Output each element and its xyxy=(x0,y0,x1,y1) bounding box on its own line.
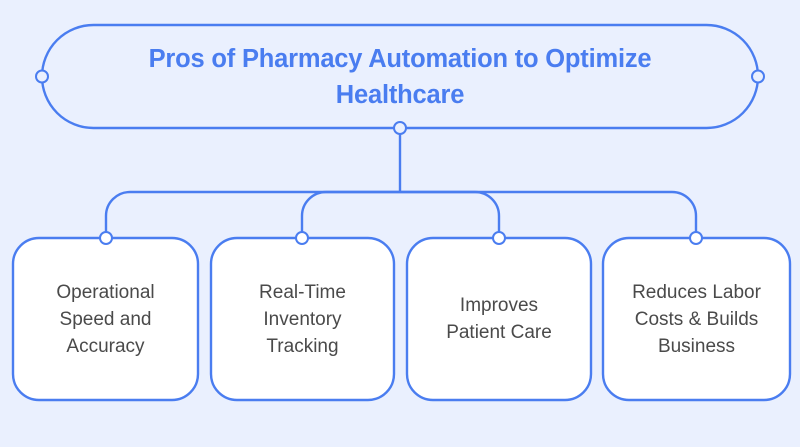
connector-branch-child-1 xyxy=(104,190,400,238)
child-node-label-1-line-2: Speed and xyxy=(59,308,152,330)
port-child-top-2[interactable] xyxy=(295,231,309,245)
port-root-bottom[interactable] xyxy=(393,121,407,135)
port-root-left[interactable] xyxy=(35,69,49,84)
child-node-label-2-line-2: Inventory xyxy=(263,308,342,330)
child-node-label-2: Real-Time Inventory Tracking xyxy=(211,238,394,400)
child-node-label-1: Operational Speed and Accuracy xyxy=(13,238,198,400)
port-root-right[interactable] xyxy=(751,69,765,84)
root-node-label: Pros of Pharmacy Automation to Optimize … xyxy=(60,25,740,128)
child-node-label-4-line-3: Business xyxy=(657,335,736,357)
port-child-top-4[interactable] xyxy=(689,231,703,245)
root-node-label-line-1: Pros of Pharmacy Automation to Optimize xyxy=(148,44,652,73)
child-node-label-3-line-1: Improves xyxy=(459,295,539,316)
root-node-label-line-2: Healthcare xyxy=(335,80,465,109)
child-node-label-3-line-2: Patient Care xyxy=(446,322,552,343)
child-node-label-1-line-3: Accuracy xyxy=(66,335,145,357)
port-child-top-1[interactable] xyxy=(99,231,113,245)
port-child-top-3[interactable] xyxy=(492,231,506,245)
child-node-label-4: Reduces Labor Costs & Builds Business xyxy=(603,238,790,400)
child-node-label-2-line-3: Tracking xyxy=(266,335,339,357)
child-node-label-3: Improves Patient Care xyxy=(407,238,591,400)
connector-branch-child-3 xyxy=(400,190,501,238)
connector-branch-child-2 xyxy=(300,190,400,238)
child-node-label-2-line-1: Real-Time xyxy=(259,281,346,303)
connector-branch-child-4 xyxy=(400,190,698,238)
child-node-label-4-line-1: Reduces Labor xyxy=(632,281,761,303)
child-node-label-4-line-2: Costs & Builds xyxy=(634,308,759,330)
child-node-label-1-line-1: Operational xyxy=(56,281,155,303)
